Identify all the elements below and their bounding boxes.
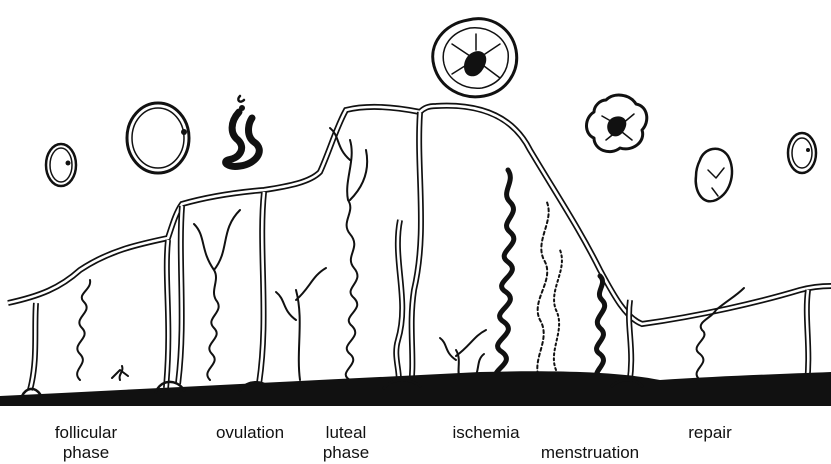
basal-layer (0, 371, 831, 406)
glands (30, 112, 808, 392)
label-luteal-phase: luteal phase (314, 423, 378, 463)
corpus-luteum (433, 19, 517, 97)
corpus-albicans (696, 149, 732, 202)
label-ovulation: ovulation (200, 423, 300, 443)
label-repair: repair (680, 423, 740, 443)
ruptured-follicle (226, 96, 260, 166)
label-follicular-phase: follicular phase (34, 423, 138, 463)
label-ischemia: ischemia (436, 423, 536, 443)
corpus-luteum-degenerating (587, 95, 647, 152)
label-menstruation: menstruation (530, 443, 650, 463)
follicle-right (788, 133, 816, 173)
follicle-large (127, 103, 189, 173)
follicle-small (46, 144, 76, 186)
ischemic-arteries (496, 170, 605, 380)
